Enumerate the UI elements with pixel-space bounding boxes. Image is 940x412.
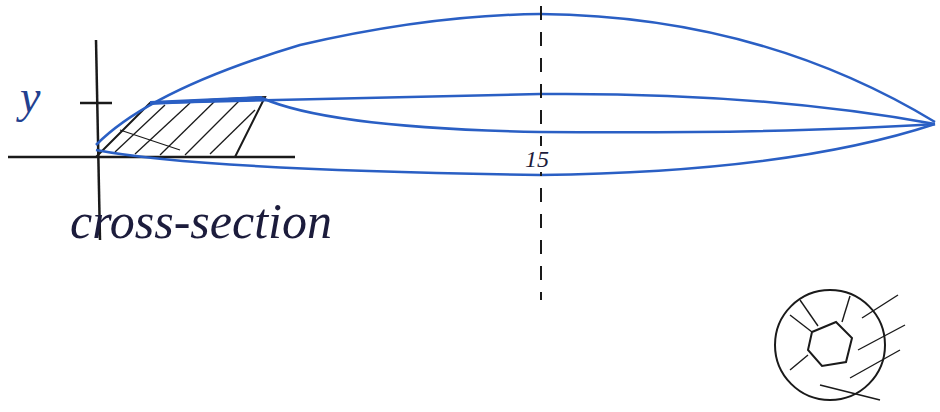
inner-top-curve <box>150 94 935 124</box>
cross-section-core <box>808 322 852 366</box>
cross-section-hatch <box>790 295 905 400</box>
dimension-label: 15 <box>522 146 552 172</box>
hatch-lines <box>115 100 255 155</box>
outer-top-curve <box>96 14 935 145</box>
axis-tick <box>80 102 112 105</box>
inner-left-stroke <box>150 98 262 103</box>
caption-note: cross-section <box>70 196 332 246</box>
axis-label: y <box>20 74 40 120</box>
hatched-region <box>96 97 265 157</box>
inner-bottom-curve <box>262 98 935 132</box>
